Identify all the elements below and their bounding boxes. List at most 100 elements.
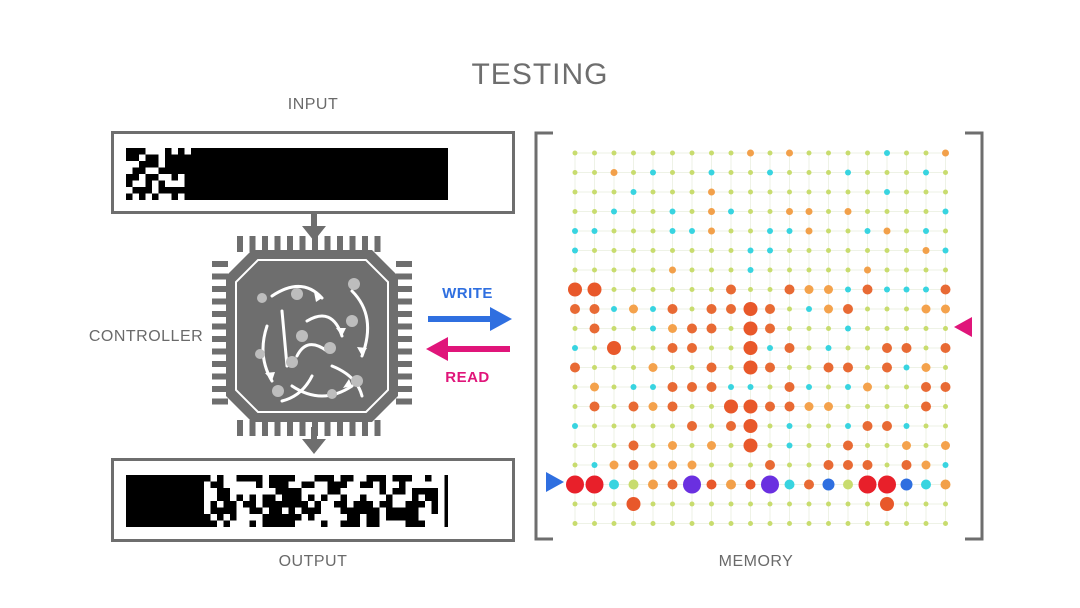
memory-cell [670, 521, 675, 526]
memory-cell [726, 480, 736, 490]
memory-cell [592, 190, 597, 195]
memory-cell [826, 170, 831, 175]
input-tape [111, 131, 515, 214]
memory-cell [924, 190, 929, 195]
memory-cell [748, 384, 754, 390]
memory-cell [826, 248, 831, 253]
memory-cell [885, 326, 890, 331]
memory-cell [689, 228, 695, 234]
memory-cell [649, 461, 658, 470]
memory-cell [573, 170, 578, 175]
memory-cell [729, 248, 734, 253]
memory-cell [631, 209, 636, 214]
memory-cell [806, 208, 813, 215]
memory-cell [707, 304, 717, 314]
memory-cell [573, 151, 578, 156]
memory-cell [768, 424, 773, 429]
memory-cell [941, 305, 950, 314]
memory-cell [688, 461, 697, 470]
memory-cell [843, 441, 853, 451]
memory-cell [846, 248, 851, 253]
memory-cell [941, 382, 951, 392]
memory-cell [650, 326, 656, 332]
memory-cell [807, 463, 812, 468]
memory-cell [670, 228, 676, 234]
memory-cell [729, 463, 734, 468]
memory-cell [787, 190, 792, 195]
memory-cell [690, 151, 695, 156]
memory-cell [631, 170, 636, 175]
memory-cell [768, 521, 773, 526]
memory-cell [729, 346, 734, 351]
memory-cell [787, 502, 792, 507]
memory-cell [709, 170, 715, 176]
memory-cell [726, 421, 736, 431]
memory-cell [768, 190, 773, 195]
memory-cell [787, 268, 792, 273]
memory-cell [651, 248, 656, 253]
memory-cell [669, 267, 676, 274]
memory-cell [923, 170, 929, 176]
memory-cell [761, 476, 779, 494]
memory-cell [884, 228, 891, 235]
memory-cell [670, 248, 675, 253]
memory-cell [904, 385, 909, 390]
memory-cell [670, 287, 675, 292]
memory-cell [573, 385, 578, 390]
memory-cell [884, 287, 890, 293]
memory-cell [612, 287, 617, 292]
memory-cell [865, 307, 870, 312]
memory-cell [729, 151, 734, 156]
memory-cell [826, 345, 832, 351]
memory-cell [924, 268, 929, 273]
controller-label: CONTROLLER [76, 328, 216, 346]
memory-cell [941, 480, 951, 490]
memory-cell [683, 476, 701, 494]
memory-cell [943, 229, 948, 234]
memory-cell [865, 346, 870, 351]
memory-cell [709, 404, 714, 409]
write-head-icon [544, 470, 566, 494]
memory-cell [826, 326, 831, 331]
memory-cell [845, 384, 851, 390]
memory-cell [785, 402, 795, 412]
memory-cell [612, 268, 617, 273]
memory-cell [629, 460, 639, 470]
memory-cell [885, 170, 890, 175]
memory-cell [787, 365, 792, 370]
memory-cell [787, 228, 793, 234]
memory-cell [748, 502, 753, 507]
memory-cell [807, 521, 812, 526]
memory-cell [629, 441, 639, 451]
memory-cell [687, 324, 697, 334]
memory-cell [943, 268, 948, 273]
memory-cell [607, 341, 621, 355]
memory-cell [885, 521, 890, 526]
memory-cell [884, 189, 890, 195]
memory-cell [807, 170, 812, 175]
memory-cell [941, 343, 951, 353]
memory-cell [670, 365, 675, 370]
memory-cell [807, 326, 812, 331]
page-title: TESTING [0, 58, 1080, 92]
memory-cell [845, 208, 852, 215]
memory-cell [651, 346, 656, 351]
memory-cell [690, 502, 695, 507]
memory-cell [709, 248, 714, 253]
memory-cell [768, 268, 773, 273]
memory-cell [612, 502, 617, 507]
memory-cell [573, 190, 578, 195]
memory-cell [826, 190, 831, 195]
memory-cell [744, 341, 758, 355]
memory-cell [748, 209, 753, 214]
memory-cell [878, 476, 896, 494]
memory-cell [568, 283, 582, 297]
read-head-icon [952, 315, 974, 339]
memory-cell [728, 384, 734, 390]
memory-cell [846, 502, 851, 507]
memory-cell [904, 209, 909, 214]
memory-cell [631, 326, 636, 331]
memory-cell [922, 363, 931, 372]
memory-cell [627, 497, 641, 511]
memory-cell [592, 462, 598, 468]
